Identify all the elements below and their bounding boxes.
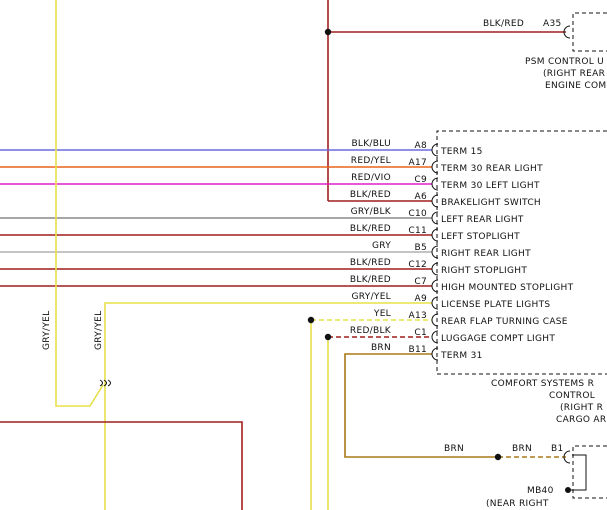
terminal-name: TERM 31 [440, 351, 483, 361]
terminal-wire-label: BLK/RED [350, 258, 391, 268]
terminal-wire-label: RED/VIO [351, 173, 391, 183]
inline-connector-icon [99, 379, 111, 387]
terminal-pin-icon [431, 330, 439, 344]
terminal-pin-label: A17 [408, 158, 427, 168]
terminal-pin-icon [431, 228, 439, 242]
terminal-pin-label: C12 [408, 260, 427, 270]
terminal-wire-label: RED/BLK [350, 326, 392, 336]
terminal-wire-label: BLK/RED [350, 224, 391, 234]
wire-gry-yel-license [104, 302, 432, 510]
terminal-pin-label: A9 [415, 294, 427, 304]
terminal-name: LUGGAGE COMPT LIGHT [441, 334, 555, 344]
ground-point: BRN BRN B1 MB40 (NEAR RIGHT [444, 444, 607, 509]
terminal-name: BRAKELIGHT SWITCH [441, 198, 541, 208]
terminal-name: TERM 30 REAR LIGHT [440, 164, 543, 174]
psm-pin-icon [563, 25, 571, 39]
terminal-pin-label: C10 [408, 209, 427, 219]
terminal-wire-label: BLK/RED [350, 190, 391, 200]
terminal-wire-label: GRY [372, 241, 391, 251]
terminal-pin-icon [431, 143, 439, 157]
comfort-box-outline [436, 130, 607, 375]
splices [307, 28, 502, 461]
terminal-pin-icon [431, 262, 439, 276]
splice-dot-red-blk [324, 333, 332, 341]
psm-wire-label: BLK/RED [483, 19, 524, 29]
terminal-wire-label: GRY/YEL [352, 292, 391, 302]
psm-box-outline [572, 12, 607, 52]
comfort-label-line-1: COMFORT SYSTEMS R [491, 379, 594, 389]
splice-dot-psm [324, 28, 332, 36]
splice-dot-brn [494, 453, 502, 461]
ground-label-line-1: MB40 [527, 486, 554, 496]
wires [0, 0, 566, 510]
comfort-label-line-4: CARGO AR [556, 415, 606, 425]
terminal-pin-icon [431, 245, 439, 259]
ground-label-line-2: (NEAR RIGHT [486, 499, 549, 509]
terminal-name: REAR FLAP TURNING CASE [441, 317, 568, 327]
terminal-name: LEFT STOPLIGHT [441, 232, 520, 242]
wire-brn-term31 [344, 353, 498, 458]
terminal-pin-icon [431, 194, 439, 208]
terminal-pin-label: A6 [415, 192, 427, 202]
psm-label-line-2: (RIGHT REAR [543, 69, 605, 79]
ground-stud-icon [565, 487, 571, 493]
vertical-label-right: GRY/YEL [94, 311, 104, 350]
terminal-name: LEFT REAR LIGHT [441, 215, 524, 225]
terminal-name: RIGHT STOPLIGHT [441, 266, 527, 276]
terminal-pin-icon [431, 279, 439, 293]
terminal-wire-label: GRY/BLK [351, 207, 392, 217]
psm-pin-label: A35 [543, 19, 562, 29]
ground-bracket-icon [571, 454, 587, 491]
terminal-name: HIGH MOUNTED STOPLIGHT [441, 283, 574, 293]
terminal-pin-icon [431, 296, 439, 310]
terminal-pin-label: C7 [414, 277, 427, 287]
terminal-name: TERM 30 LEFT LIGHT [440, 181, 540, 191]
ground-wire-label-left: BRN [444, 444, 464, 454]
terminal-pin-icon [431, 313, 439, 327]
terminal-pin-label: C1 [414, 328, 427, 338]
terminal-pin-label: C11 [408, 226, 427, 236]
terminal-pin-label: A13 [408, 311, 427, 321]
psm-control-unit: BLK/RED A35 PSM CONTROL U (RIGHT REAR EN… [483, 12, 607, 91]
terminal-wire-label: YEL [373, 309, 391, 319]
splice-dot-yel [307, 316, 315, 324]
terminal-pin-label: B11 [408, 345, 427, 355]
ground-pin-icon [563, 450, 571, 464]
terminal-name: RIGHT REAR LIGHT [441, 249, 531, 259]
terminal-pin-label: B5 [414, 243, 427, 253]
terminal-pin-label: A8 [415, 141, 427, 151]
ground-pin-label: B1 [551, 444, 564, 454]
terminal-pin-icon [431, 211, 439, 225]
ground-wire-label-right: BRN [512, 444, 532, 454]
terminal-wire-label: BLK/BLU [351, 139, 391, 149]
psm-label-line-3: ENGINE COM [545, 81, 606, 91]
terminal-pin-icon [431, 347, 439, 361]
vertical-label-left: GRY/YEL [42, 311, 52, 350]
terminal-wire-label: RED/YEL [351, 156, 391, 166]
comfort-label-line-2: CONTROL [549, 391, 595, 401]
terminal-wire-label: BRN [371, 343, 391, 353]
ground-box-outline [572, 445, 607, 499]
wire-lower-red [0, 421, 243, 510]
terminal-pin-icon [431, 177, 439, 191]
terminal-wire-label: BLK/RED [350, 275, 391, 285]
psm-label-line-1: PSM CONTROL U [525, 57, 604, 67]
comfort-label-line-3: (RIGHT R [560, 403, 603, 413]
terminal-pin-icon [431, 160, 439, 174]
terminal-name: TERM 15 [440, 147, 483, 157]
terminal-pin-label: C9 [414, 175, 427, 185]
terminal-name: LICENSE PLATE LIGHTS [441, 300, 550, 310]
wire-gry-yel-vertical [55, 0, 104, 407]
